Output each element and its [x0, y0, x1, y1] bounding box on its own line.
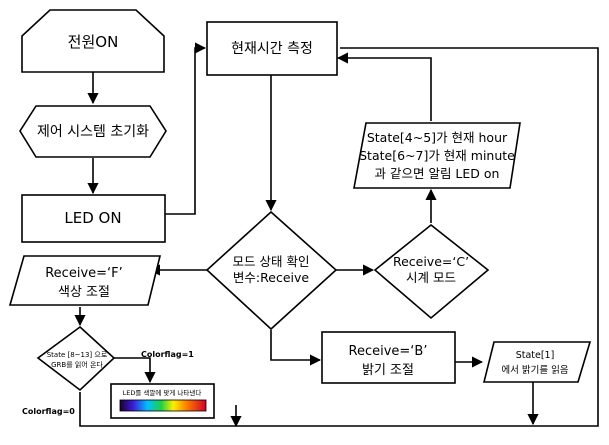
- svg-text:Receive=‘C’: Receive=‘C’: [393, 254, 469, 269]
- svg-text:State[1]: State[1]: [516, 350, 555, 361]
- edge-state-colorflag1: [114, 357, 156, 384]
- svg-text:GRB를 읽어 온다: GRB를 읽어 온다: [51, 360, 103, 369]
- svg-text:제어 시스템 초기화: 제어 시스템 초기화: [37, 124, 149, 140]
- node-init: 제어 시스템 초기화: [19, 105, 167, 158]
- svg-text:색상 조절: 색상 조절: [58, 285, 110, 300]
- svg-text:밝기 조절: 밝기 조절: [362, 363, 414, 378]
- node-measure: 현재시간 측정: [206, 21, 338, 76]
- svg-text:변수:Receive: 변수:Receive: [233, 270, 309, 285]
- label-colorflag-1: Colorflag=1: [141, 350, 194, 359]
- svg-text:LED ON: LED ON: [64, 209, 121, 227]
- svg-text:State [8~13] 으로: State [8~13] 으로: [47, 351, 108, 359]
- svg-text:State[4~5]가 현재 hour: State[4~5]가 현재 hour: [367, 130, 508, 145]
- node-led-color: LED를 색깔에 맞게 나타낸다: [110, 383, 215, 419]
- node-read-brightness: State[1] 에서 밝기를 읽음: [482, 341, 592, 383]
- svg-text:과 같으면 알림 LED on: 과 같으면 알림 LED on: [375, 166, 500, 181]
- edge-alarm-to-measure: [336, 52, 432, 121]
- svg-text:전원ON: 전원ON: [68, 33, 119, 51]
- rainbow-bar: [119, 399, 207, 412]
- svg-text:Receive=‘B’: Receive=‘B’: [349, 344, 428, 359]
- node-clock-mode: Receive=‘C’ 시계 모드: [373, 223, 490, 320]
- label-colorflag-0: Colorflag=0: [22, 407, 75, 416]
- node-color-control: Receive=‘F’ 색상 조절: [8, 255, 162, 306]
- svg-text:LED를 색깔에 맞게 나타낸다: LED를 색깔에 맞게 나타낸다: [123, 388, 202, 397]
- node-alarm-check: State[4~5]가 현재 hour State[6~7]가 현재 minut…: [353, 122, 521, 189]
- svg-text:모드 상태 확인: 모드 상태 확인: [233, 254, 310, 269]
- svg-text:에서 밝기를 읽음: 에서 밝기를 읽음: [501, 364, 568, 376]
- svg-text:State[6~7]가 현재 minute: State[6~7]가 현재 minute: [359, 148, 515, 163]
- svg-text:현재시간 측정: 현재시간 측정: [231, 41, 313, 57]
- svg-text:Receive=‘F’: Receive=‘F’: [45, 266, 123, 281]
- edge-led-to-measure: [165, 42, 207, 215]
- node-power-on: 전원ON: [21, 9, 165, 73]
- edge-return-loop: [79, 47, 599, 427]
- node-brightness-control: Receive=‘B’ 밝기 조절: [321, 331, 456, 384]
- node-led-on: LED ON: [21, 194, 166, 243]
- edges: [74, 42, 599, 428]
- node-read-grb: State [8~13] 으로 GRB를 읽어 온다: [36, 325, 116, 392]
- svg-text:시계 모드: 시계 모드: [406, 270, 456, 285]
- edge-mode-to-b: [270, 330, 322, 366]
- node-mode-check: 모드 상태 확인 변수:Receive: [205, 210, 338, 331]
